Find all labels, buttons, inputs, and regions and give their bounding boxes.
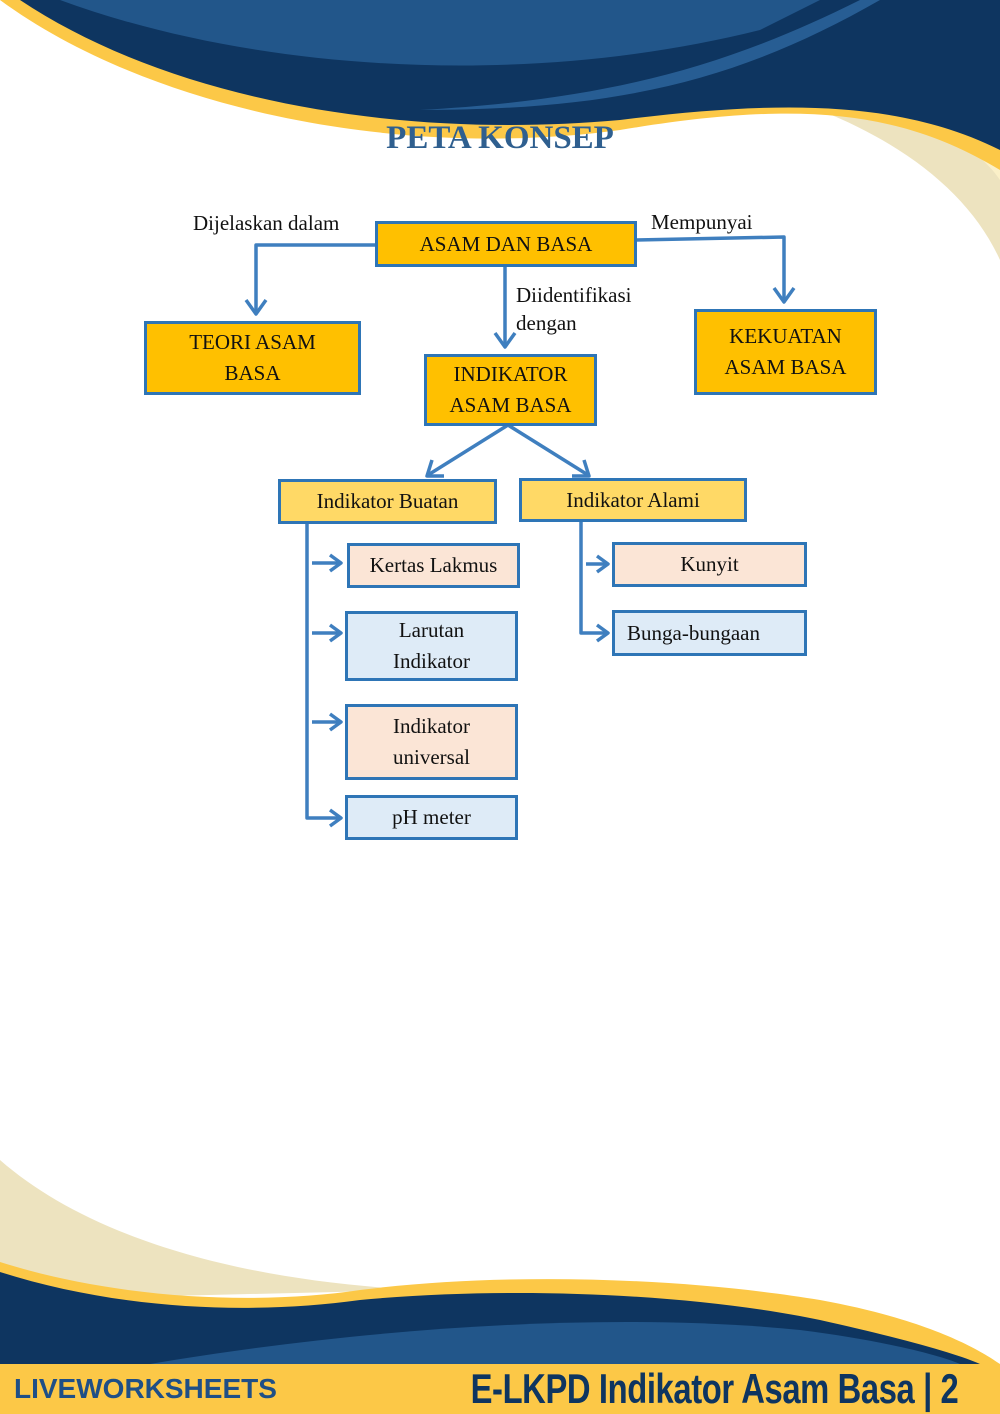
node-indikator-universal: Indikator universal	[345, 704, 518, 780]
node-text: TEORI ASAM	[189, 330, 316, 354]
link-label-left: Dijelaskan dalam	[193, 211, 340, 235]
bottom-cream-wave	[0, 1160, 420, 1300]
node-text: KEKUATAN	[729, 324, 842, 348]
bottom-blue-wave	[150, 1322, 960, 1364]
link-label-middle-line2: dengan	[516, 311, 577, 335]
footer-bar	[0, 1364, 1000, 1414]
buatan-trunk	[305, 523, 340, 820]
link-label-right: Mempunyai	[651, 210, 753, 234]
node-indikator-buatan: Indikator Buatan	[278, 479, 497, 524]
arrow-kekuatan	[635, 235, 786, 301]
node-kekuatan-asam-basa: KEKUATAN ASAM BASA	[694, 309, 877, 395]
node-ph-meter: pH meter	[345, 795, 518, 840]
node-bunga-bungaan: Bunga-bungaan	[612, 610, 807, 656]
node-text: INDIKATOR	[453, 362, 568, 386]
node-indikator-asam-basa: INDIKATOR ASAM BASA	[424, 354, 597, 426]
node-text: Indikator	[393, 714, 470, 738]
connector-lines	[244, 235, 796, 828]
node-text: BASA	[224, 361, 281, 385]
arrow-teori	[254, 243, 375, 313]
node-kertas-lakmus: Kertas Lakmus	[347, 543, 520, 588]
node-text: Larutan	[398, 618, 465, 642]
page-title: PETA KONSEP	[386, 120, 614, 156]
node-text: ASAM BASA	[449, 393, 572, 417]
node-asam-dan-basa: ASAM DAN BASA	[375, 221, 637, 267]
node-text: universal	[393, 745, 470, 769]
node-text: Indikator	[393, 649, 470, 673]
arrow-buatan	[427, 423, 509, 477]
node-indikator-alami: Indikator Alami	[519, 478, 747, 522]
node-text: ASAM BASA	[724, 355, 847, 379]
node-kunyit: Kunyit	[612, 542, 807, 587]
arrow-alami	[507, 423, 589, 477]
liveworksheets-watermark: LIVEWORKSHEETS	[14, 1373, 277, 1404]
link-label-middle: Diidentifikasi dengan	[516, 281, 631, 337]
footer-title: E-LKPD Indikator Asam Basa | 2	[470, 1365, 958, 1412]
node-teori-asam-basa: TEORI ASAM BASA	[144, 321, 361, 395]
link-label-middle-line1: Diidentifikasi	[516, 283, 632, 307]
top-blue-wave	[60, 0, 820, 66]
top-stripe	[420, 0, 880, 110]
alami-trunk	[579, 521, 606, 635]
